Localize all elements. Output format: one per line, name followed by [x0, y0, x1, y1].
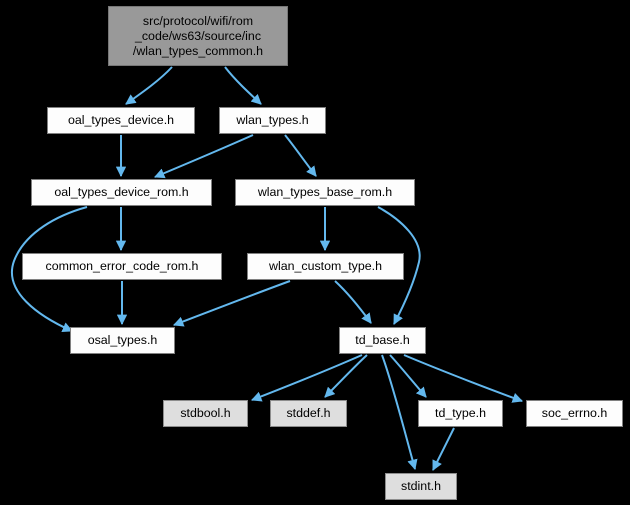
graph-node-osal_types[interactable]: osal_types.h: [70, 327, 175, 354]
graph-node-td_type[interactable]: td_type.h: [418, 400, 503, 427]
graph-node-label: src/protocol/wifi/rom _code/ws63/source/…: [132, 13, 264, 58]
graph-node-label: oal_types_device.h: [67, 113, 175, 127]
graph-node-root[interactable]: src/protocol/wifi/rom _code/ws63/source/…: [108, 6, 288, 66]
graph-node-oal_types_device[interactable]: oal_types_device.h: [47, 107, 195, 134]
graph-node-soc_errno[interactable]: soc_errno.h: [526, 400, 623, 427]
graph-node-label: common_error_code_rom.h: [45, 259, 199, 273]
graph-node-label: td_base.h: [355, 333, 410, 347]
graph-edge: [403, 354, 523, 403]
graph-node-label: oal_types_device_rom.h: [54, 185, 189, 199]
graph-node-stddef[interactable]: stddef.h: [270, 400, 347, 427]
graph-edge: [251, 354, 363, 402]
graph-node-wlan_custom_type[interactable]: wlan_custom_type.h: [247, 253, 404, 280]
graph-node-td_base[interactable]: td_base.h: [339, 327, 426, 354]
graph-node-label: stddef.h: [286, 406, 331, 420]
graph-node-label: wlan_custom_type.h: [269, 259, 382, 273]
graph-edge: [125, 66, 173, 105]
graph-node-label: stdint.h: [401, 479, 441, 493]
graph-node-label: td_type.h: [435, 406, 486, 420]
graph-node-common_error_code_rom[interactable]: common_error_code_rom.h: [22, 253, 222, 280]
graph-edge: [432, 427, 455, 471]
graph-edge: [381, 354, 418, 471]
graph-node-label: soc_errno.h: [541, 406, 608, 420]
graph-edge: [324, 354, 368, 398]
graph-edge: [173, 280, 291, 327]
graph-node-stdbool[interactable]: stdbool.h: [163, 400, 248, 427]
graph-node-label: stdbool.h: [180, 406, 231, 420]
graph-node-stdint[interactable]: stdint.h: [385, 473, 457, 500]
graph-edge: [154, 134, 254, 179]
graph-node-label: wlan_types_base_rom.h: [257, 185, 393, 199]
graph-node-label: wlan_types.h: [236, 113, 309, 127]
graph-node-oal_types_device_rom[interactable]: oal_types_device_rom.h: [31, 179, 212, 206]
graph-node-wlan_types_base_rom[interactable]: wlan_types_base_rom.h: [235, 179, 415, 206]
graph-node-wlan_types[interactable]: wlan_types.h: [219, 107, 326, 134]
graph-edge: [334, 280, 372, 324]
graph-edge: [224, 66, 262, 105]
graph-node-label: osal_types.h: [87, 333, 158, 347]
graph-edge: [389, 354, 427, 398]
graph-edge: [284, 134, 317, 177]
